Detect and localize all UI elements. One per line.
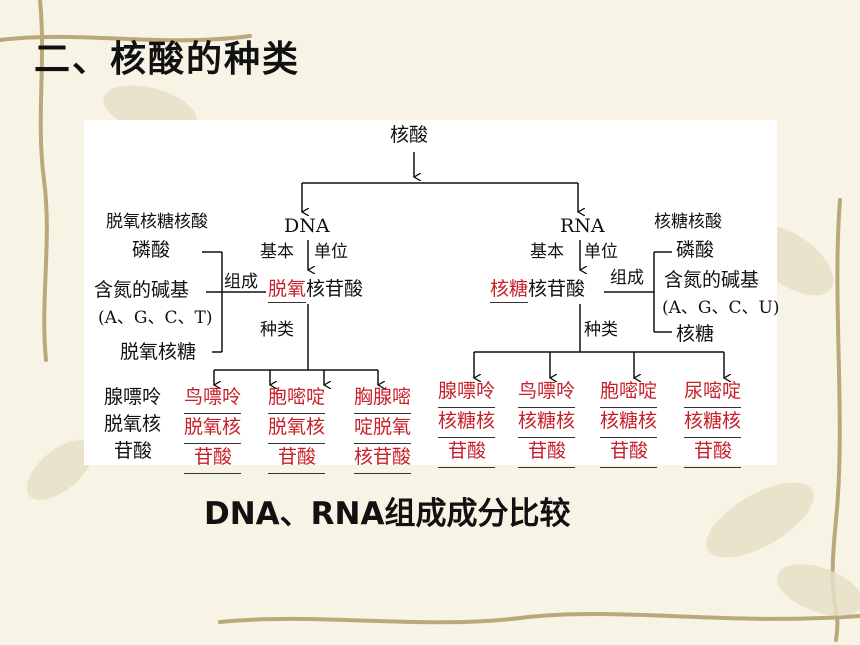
slide-caption: DNA、RNA组成成分比较 (204, 496, 571, 532)
nucleic-acid-diagram: 核酸 DNA 基本 单位 脱氧核苷酸 组成 种类 脱氧核糖核酸 磷酸 含氮的碱基… (84, 120, 780, 474)
rna-components-title: 核糖核酸 (654, 212, 722, 232)
dna-type-1: 腺嘌呤 脱氧核 苷酸 (104, 386, 162, 462)
dna-label: DNA (284, 215, 330, 237)
slide-title: 二、核酸的种类 (34, 39, 301, 80)
dna-type-2: 鸟嘌呤 脱氧核 苷酸 (184, 384, 242, 474)
dna-nucleotide: 脱氧核苷酸 (268, 278, 364, 303)
rna-type-1: 腺嘌呤 核糖核 苷酸 (438, 378, 496, 468)
dna-components-title: 脱氧核糖核酸 (106, 212, 208, 232)
rna-label: RNA (560, 215, 605, 237)
dna-type-4: 胸腺嘧 啶脱氧 核苷酸 (354, 384, 412, 474)
dna-nucleotide-suffix: 核苷酸 (306, 278, 364, 300)
dna-base: 含氮的碱基 (94, 279, 190, 301)
rna-bases: (A、G、C、U) (662, 298, 780, 318)
rna-kinds-label: 种类 (584, 320, 618, 340)
rna-type-4: 尿嘧啶 核糖核 苷酸 (684, 378, 742, 468)
rna-basic-right: 单位 (584, 242, 618, 262)
rna-type-3: 胞嘧啶 核糖核 苷酸 (600, 378, 658, 468)
rna-compose-label: 组成 (610, 268, 644, 288)
dna-type-3: 胞嘧啶 脱氧核 苷酸 (268, 384, 326, 474)
rna-nucleotide-suffix: 核苷酸 (528, 278, 586, 300)
rna-nucleotide: 核糖核苷酸 (490, 278, 586, 303)
rna-phosphate: 磷酸 (676, 239, 715, 261)
dna-compose-label: 组成 (224, 272, 258, 292)
rna-nucleotide-prefix: 核糖 (490, 278, 529, 303)
rna-type-2: 鸟嘌呤 核糖核 苷酸 (518, 378, 576, 468)
dna-nucleotide-prefix: 脱氧 (268, 278, 307, 303)
root-nucleic-acid: 核酸 (390, 124, 429, 146)
rna-sugar: 核糖 (676, 323, 715, 345)
dna-bases: (A、G、C、T) (98, 308, 213, 328)
dna-phosphate: 磷酸 (132, 239, 171, 261)
dna-basic-right: 单位 (314, 242, 348, 262)
dna-sugar: 脱氧核糖 (120, 341, 197, 363)
diagram-lines (202, 152, 777, 465)
rna-basic-left: 基本 (530, 242, 564, 262)
dna-basic-left: 基本 (260, 242, 294, 262)
dna-kinds-label: 种类 (260, 320, 294, 340)
rna-base: 含氮的碱基 (664, 269, 760, 291)
